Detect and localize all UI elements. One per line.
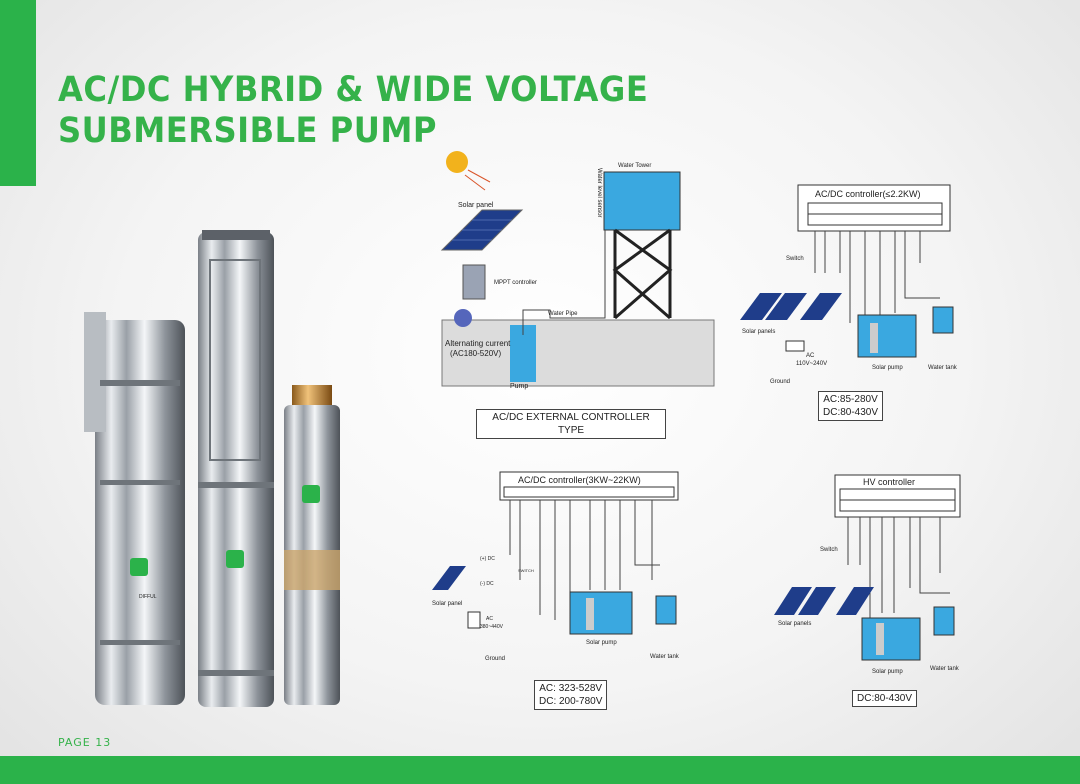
hv-controller-box	[834, 474, 961, 518]
small-pump-icon	[870, 323, 878, 353]
small-ac-voltage: 110V~240V	[796, 361, 827, 367]
hv-solar-label: Solar panels	[778, 621, 811, 627]
pump-large	[84, 312, 185, 705]
large-range-box: AC: 323-528V DC: 200-780V	[534, 680, 608, 710]
large-title: AC/DC controller(3KW~22KW)	[518, 475, 641, 485]
pump-label: Pump	[510, 383, 528, 390]
hv-range-box: DC:80-430V	[852, 690, 918, 707]
large-pump-icon	[586, 598, 594, 630]
large-tank	[569, 591, 633, 635]
hv-controller-diagram: HV controller Switch Solar panels Solar …	[774, 474, 961, 675]
small-range-box: AC:85-280V DC:80-430V	[818, 391, 884, 421]
ac-label-2: (AC180-520V)	[450, 349, 501, 358]
small-range-2: DC:80-430V	[823, 407, 879, 418]
hv-water-tank-label: Water tank	[930, 666, 960, 672]
mppt-label: MPPT controller	[494, 280, 537, 286]
small-water-tank-label: Water tank	[928, 365, 958, 371]
title-line-1: AC/DC HYBRID & WIDE VOLTAGE	[58, 70, 649, 110]
large-ac-label: AC	[486, 616, 493, 622]
large-range-1: AC: 323-528V	[539, 683, 603, 694]
pump-products-image: DIFFUL	[84, 230, 340, 707]
large-ground-label: Ground	[485, 656, 505, 662]
small-range-1: AC:85-280V	[823, 394, 878, 405]
large-dc-plus: (+) DC	[480, 556, 495, 562]
small-water-tank-icon	[932, 306, 954, 334]
sensor-label: Water level sensor	[596, 168, 602, 217]
large-switch-label: SWITCH	[518, 568, 534, 573]
hv-title: HV controller	[863, 477, 915, 487]
large-dc-minus: (-) DC	[480, 581, 494, 587]
small-solar-panels	[740, 293, 842, 320]
title-line-2: SUBMERSIBLE PUMP	[58, 111, 437, 151]
page-number: PAGE 13	[58, 736, 112, 749]
brand-tab	[0, 0, 36, 186]
hv-tank	[861, 617, 921, 661]
external-controller-diagram: Solar panel MPPT controller Water Tower …	[440, 151, 715, 390]
ground-block	[441, 319, 715, 387]
large-controller-diagram: AC/DC controller(3KW~22KW) (+) DC (-) DC…	[432, 471, 680, 662]
small-tank	[857, 314, 917, 358]
generator-icon	[454, 309, 472, 327]
large-water-tank-icon	[655, 595, 677, 625]
small-ground-label: Ground	[770, 379, 790, 385]
small-ac-label: AC	[806, 353, 815, 359]
large-range-2: DC: 200-780V	[539, 696, 603, 707]
hv-pump-label: Solar pump	[872, 669, 903, 675]
mppt-box	[462, 264, 486, 300]
pump-tall	[198, 230, 274, 707]
small-solar-label: Solar panels	[742, 329, 775, 335]
solar-panel-icon	[440, 209, 524, 251]
small-switch-label: Switch	[786, 256, 804, 262]
external-caption: AC/DC EXTERNAL CONTROLLER TYPE	[476, 409, 666, 439]
large-solar-label: Solar panel	[432, 601, 462, 607]
large-solar-panel-icon	[432, 566, 466, 590]
page-title: AC/DC HYBRID & WIDE VOLTAGE SUBMERSIBLE …	[58, 70, 648, 152]
small-controller-box	[797, 184, 951, 232]
ac-label-1: Alternating current	[445, 339, 511, 348]
hv-solar-panels	[774, 587, 874, 615]
large-controller-box	[499, 471, 679, 501]
water-tower-label: Water Tower	[618, 163, 651, 169]
small-title: AC/DC controller(≤2.2KW)	[815, 189, 920, 199]
water-pipe-label: Water Pipe	[548, 311, 578, 317]
pump-logo-text: DIFFUL	[139, 594, 157, 600]
tower-frame	[612, 228, 673, 320]
large-ac-voltage: 380~440V	[480, 624, 504, 630]
hv-water-tank-icon	[933, 606, 955, 636]
water-pipe	[522, 230, 606, 335]
pump-small	[284, 385, 340, 705]
hv-pump-icon	[876, 623, 884, 655]
large-water-tank-label: Water tank	[650, 654, 680, 660]
ext-solar-label: Solar panel	[458, 202, 494, 209]
hv-switch-label: Switch	[820, 547, 838, 553]
small-controller-diagram: AC/DC controller(≤2.2KW) Switch Solar pa…	[740, 184, 958, 385]
water-tower-tank	[603, 171, 681, 231]
sun-icon	[446, 151, 468, 173]
footer-bar	[0, 756, 1080, 784]
large-pump-label: Solar pump	[586, 640, 617, 646]
small-pump-label: Solar pump	[872, 365, 903, 371]
